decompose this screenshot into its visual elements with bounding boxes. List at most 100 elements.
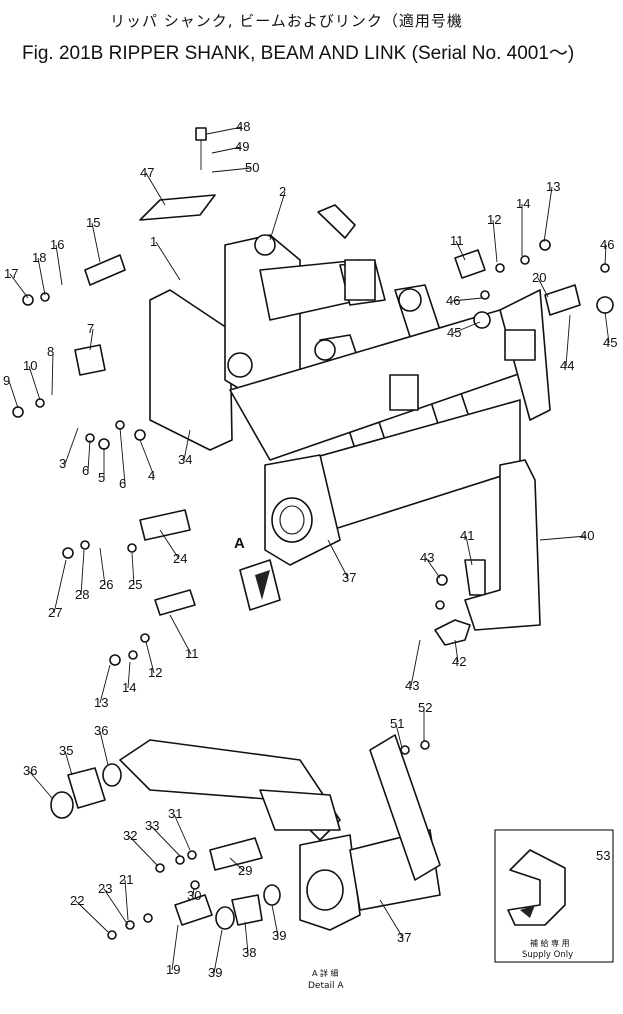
callout-leader xyxy=(539,535,587,541)
callout-15: 15 xyxy=(86,215,100,230)
callout-leader xyxy=(183,429,191,461)
callout-leader xyxy=(537,277,549,298)
callout-28: 28 xyxy=(75,587,89,602)
callout-leader xyxy=(99,547,106,586)
callout-23: 23 xyxy=(98,881,112,896)
callout-leader xyxy=(192,887,195,897)
callout-12: 12 xyxy=(148,665,162,680)
callout-51: 51 xyxy=(390,716,404,731)
callout-19: 19 xyxy=(166,962,180,977)
callout-7: 7 xyxy=(87,321,94,336)
callout-1: 1 xyxy=(150,234,157,249)
callout-leader xyxy=(604,244,607,266)
callout-leader xyxy=(28,770,53,799)
callout-leader xyxy=(155,241,181,281)
detail-label-en: Detail A xyxy=(308,981,344,991)
supply-only-inset xyxy=(494,829,614,963)
callout-46: 46 xyxy=(446,293,460,308)
callout-38: 38 xyxy=(242,945,256,960)
callout-leader xyxy=(80,549,85,596)
callout-2: 2 xyxy=(279,184,286,199)
callout-leader xyxy=(8,380,19,409)
callout-leader xyxy=(452,321,481,334)
callout-leader xyxy=(465,535,473,566)
title-english: Fig. 201B RIPPER SHANK, BEAM AND LINK (S… xyxy=(22,43,575,64)
callout-leader xyxy=(327,539,349,579)
callout-49: 49 xyxy=(235,139,249,154)
callout-50: 50 xyxy=(245,160,259,175)
callout-12: 12 xyxy=(487,212,501,227)
callout-44: 44 xyxy=(560,358,574,373)
callout-leader xyxy=(103,888,129,926)
callout-3: 3 xyxy=(59,456,66,471)
callout-36: 36 xyxy=(94,723,108,738)
callout-leader xyxy=(28,365,41,401)
callout-leader xyxy=(379,899,404,939)
callout-leader xyxy=(139,439,155,477)
callout-leader xyxy=(150,825,181,857)
callout-17: 17 xyxy=(4,266,18,281)
callout-leader xyxy=(53,559,67,614)
callout-22: 22 xyxy=(70,893,84,908)
callout-leader xyxy=(454,639,459,663)
callout-24: 24 xyxy=(173,551,187,566)
callout-36: 36 xyxy=(23,763,37,778)
callout-37: 37 xyxy=(342,570,356,585)
callout-35: 35 xyxy=(59,743,73,758)
callout-16: 16 xyxy=(50,237,64,252)
callout-leader xyxy=(211,167,252,173)
callout-leader xyxy=(269,191,286,241)
callout-11: 11 xyxy=(450,233,464,248)
callout-9: 9 xyxy=(3,373,10,388)
callout-27: 27 xyxy=(48,605,62,620)
callout-31: 31 xyxy=(168,806,182,821)
callout-6: 6 xyxy=(119,476,126,491)
callout-6: 6 xyxy=(82,463,89,478)
callout-21: 21 xyxy=(119,872,133,887)
callout-18: 18 xyxy=(32,250,46,265)
inset-caption-en: Supply Only xyxy=(522,950,573,960)
callout-leader xyxy=(244,921,249,954)
callout-46: 46 xyxy=(600,237,614,252)
callout-leader xyxy=(55,244,63,286)
callout-leader xyxy=(124,879,129,921)
callout-8: 8 xyxy=(47,344,54,359)
callout-11: 11 xyxy=(185,646,199,661)
callout-leader xyxy=(604,311,610,344)
callout-leader xyxy=(171,924,179,971)
callout-leader xyxy=(99,664,111,704)
inset-part-number: 53 xyxy=(596,848,610,863)
callout-4: 4 xyxy=(148,468,155,483)
inset-caption-jp: 補 給 専 用 xyxy=(530,938,570,948)
callout-5: 5 xyxy=(98,470,105,485)
callout-leader xyxy=(119,427,126,485)
callout-41: 41 xyxy=(460,528,474,543)
callout-13: 13 xyxy=(546,179,560,194)
callout-leader xyxy=(173,813,191,851)
callout-leader xyxy=(271,904,279,937)
loose-parts xyxy=(12,127,614,666)
callout-39: 39 xyxy=(208,965,222,980)
callout-leader xyxy=(145,641,155,674)
callout-leader xyxy=(229,857,245,872)
callout-14: 14 xyxy=(516,196,530,211)
callout-leader xyxy=(64,427,79,465)
callout-leader xyxy=(492,219,498,263)
callout-leader xyxy=(51,351,54,396)
callout-leader xyxy=(99,730,109,766)
callout-32: 32 xyxy=(123,828,137,843)
callout-33: 33 xyxy=(145,818,159,833)
callout-26: 26 xyxy=(99,577,113,592)
callout-leader xyxy=(37,257,46,296)
callout-leader xyxy=(75,900,109,933)
callout-leader xyxy=(128,835,159,867)
callout-30: 30 xyxy=(187,888,201,903)
callout-29: 29 xyxy=(238,863,252,878)
callout-52: 52 xyxy=(418,700,432,715)
callout-20: 20 xyxy=(532,270,546,285)
callout-leader xyxy=(89,328,94,351)
callout-leader xyxy=(169,614,192,655)
callout-10: 10 xyxy=(23,358,37,373)
view-marker-a: A xyxy=(234,535,245,552)
